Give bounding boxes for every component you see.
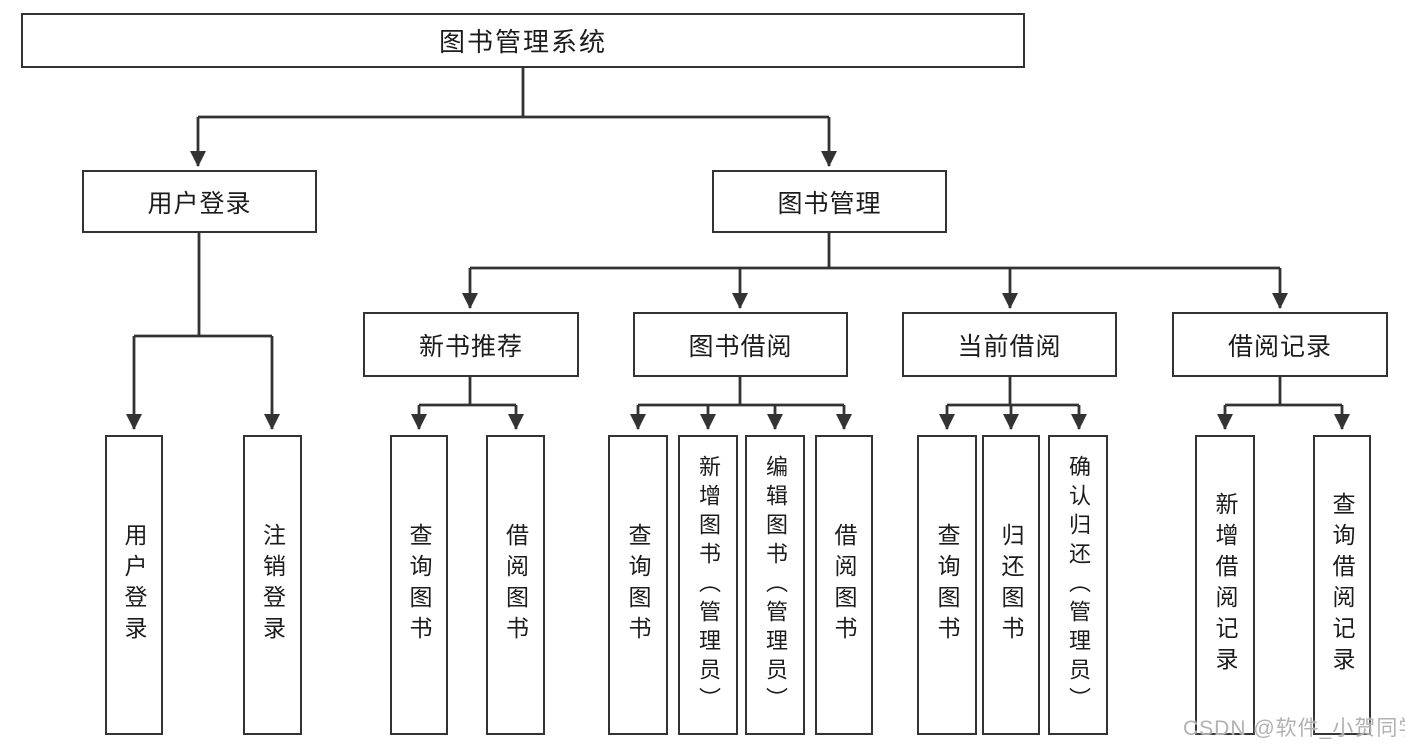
- leaf-query-books-current: 查询图书: [917, 435, 977, 735]
- leaf-user-login: 用户登录: [105, 435, 163, 735]
- node-system-root: 图书管理系统: [21, 13, 1025, 68]
- leaf-confirm-return-admin: 确认归还（管理员）: [1048, 435, 1108, 735]
- node-user-login: 用户登录: [82, 170, 317, 233]
- leaf-add-book-admin: 新增图书（管理员）: [678, 435, 738, 735]
- node-book-management: 图书管理: [712, 170, 947, 233]
- leaf-borrow-books-borrowing: 借阅图书: [815, 435, 873, 735]
- leaf-logout: 注销登录: [243, 435, 302, 735]
- node-borrowing-records: 借阅记录: [1172, 312, 1388, 377]
- csdn-watermark: CSDN @软件_小贺同学: [1183, 717, 1405, 740]
- leaf-add-borrow-record: 新增借阅记录: [1195, 435, 1255, 735]
- leaf-query-borrow-record: 查询借阅记录: [1313, 435, 1371, 735]
- leaf-edit-book-admin: 编辑图书（管理员）: [745, 435, 805, 735]
- node-current-borrowing: 当前借阅: [902, 312, 1117, 377]
- node-book-borrowing: 图书借阅: [633, 312, 848, 377]
- leaf-query-books-borrowing: 查询图书: [608, 435, 668, 735]
- node-new-book-recommend: 新书推荐: [363, 312, 579, 377]
- leaf-borrow-books-recommend: 借阅图书: [486, 435, 545, 735]
- leaf-query-books-recommend: 查询图书: [390, 435, 448, 735]
- leaf-return-books: 归还图书: [982, 435, 1040, 735]
